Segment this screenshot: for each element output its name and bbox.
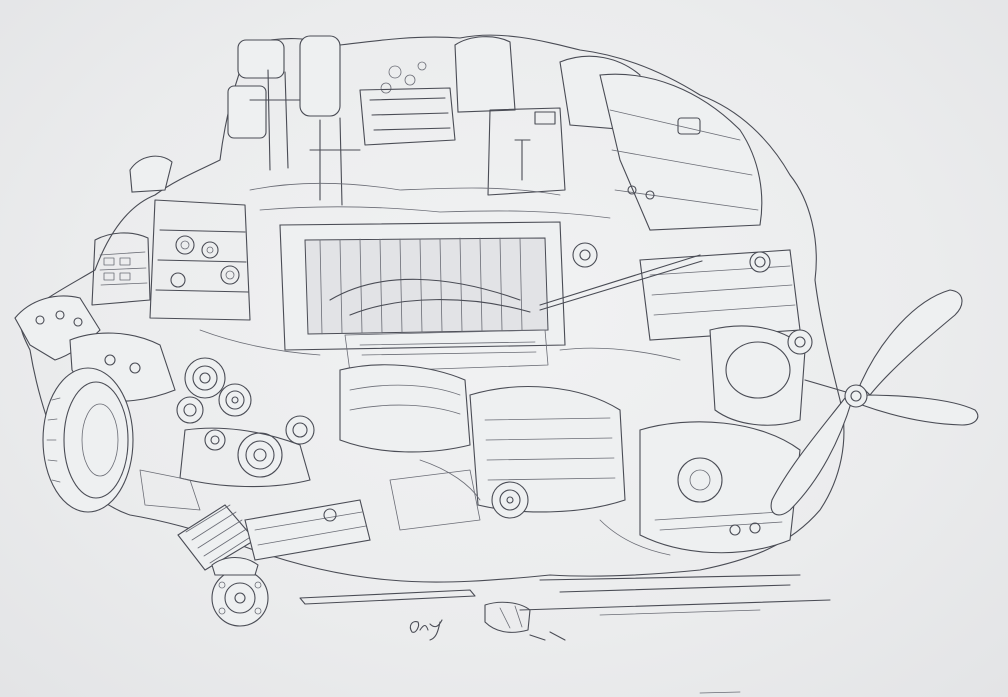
small-wheel <box>212 558 268 627</box>
lower-center-machinery <box>340 365 625 518</box>
right-machinery <box>573 74 812 552</box>
loose-plank <box>245 500 370 560</box>
large-tyre <box>43 368 133 512</box>
pulley-cluster <box>140 358 314 510</box>
stacked-seats <box>130 36 640 205</box>
central-window-frame <box>280 222 565 372</box>
left-rack <box>92 200 250 320</box>
artist-signature <box>410 620 442 640</box>
long-rod <box>540 255 702 310</box>
interior-details <box>200 183 680 555</box>
floor-debris <box>300 575 830 693</box>
propeller <box>771 290 978 515</box>
